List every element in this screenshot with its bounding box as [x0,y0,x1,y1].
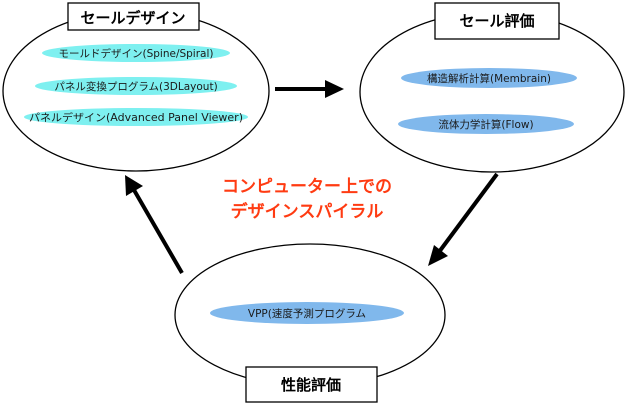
sail-design-title: セールデザイン [80,9,185,27]
center-label: コンピューター上での デザインスパイラル [222,177,392,222]
performance-evaluation-title: 性能評価 [281,376,341,394]
arrow-performance-to-design [125,175,184,275]
pill-panel-design-label: パネルデザイン(Advanced Panel Viewer) [29,111,243,124]
performance-evaluation-node: VPP(速度予測プログラム 性能評価 [174,243,446,403]
sail-evaluation-node: 構造解析計算(Membrain) 流体力学計算(Flow) セール評価 [359,2,625,173]
sail-design-title-box [67,2,200,31]
pill-mold-design [42,44,230,62]
flow-arrows [125,80,499,275]
pill-structural-analysis-label: 構造解析計算(Membrain) [427,72,551,85]
pill-panel-conversion-label: パネル変換プログラム(3DLayout) [54,80,217,93]
pill-vpp-label: VPP(速度予測プログラム [248,307,366,320]
pill-vpp [210,302,404,324]
center-label-line2: デザインスパイラル [231,201,384,222]
center-label-line1: コンピューター上での [222,177,392,197]
pill-panel-conversion [35,77,237,95]
pill-structural-analysis [401,68,577,88]
pill-mold-design-label: モールドデザイン(Spine/Spiral) [58,47,213,60]
sail-evaluation-title: セール評価 [459,12,534,30]
performance-evaluation-title-box [245,366,378,403]
sail-evaluation-title-box [434,2,560,40]
sail-design-node: モールドデザイン(Spine/Spiral) パネル変換プログラム(3DLayo… [2,2,270,172]
arrow-design-to-evaluation [275,80,344,98]
pill-fluid-dynamics-label: 流体力学計算(Flow) [438,118,533,131]
pill-fluid-dynamics [398,114,574,134]
arrow-evaluation-to-performance [428,172,499,266]
pill-panel-design [24,108,248,126]
